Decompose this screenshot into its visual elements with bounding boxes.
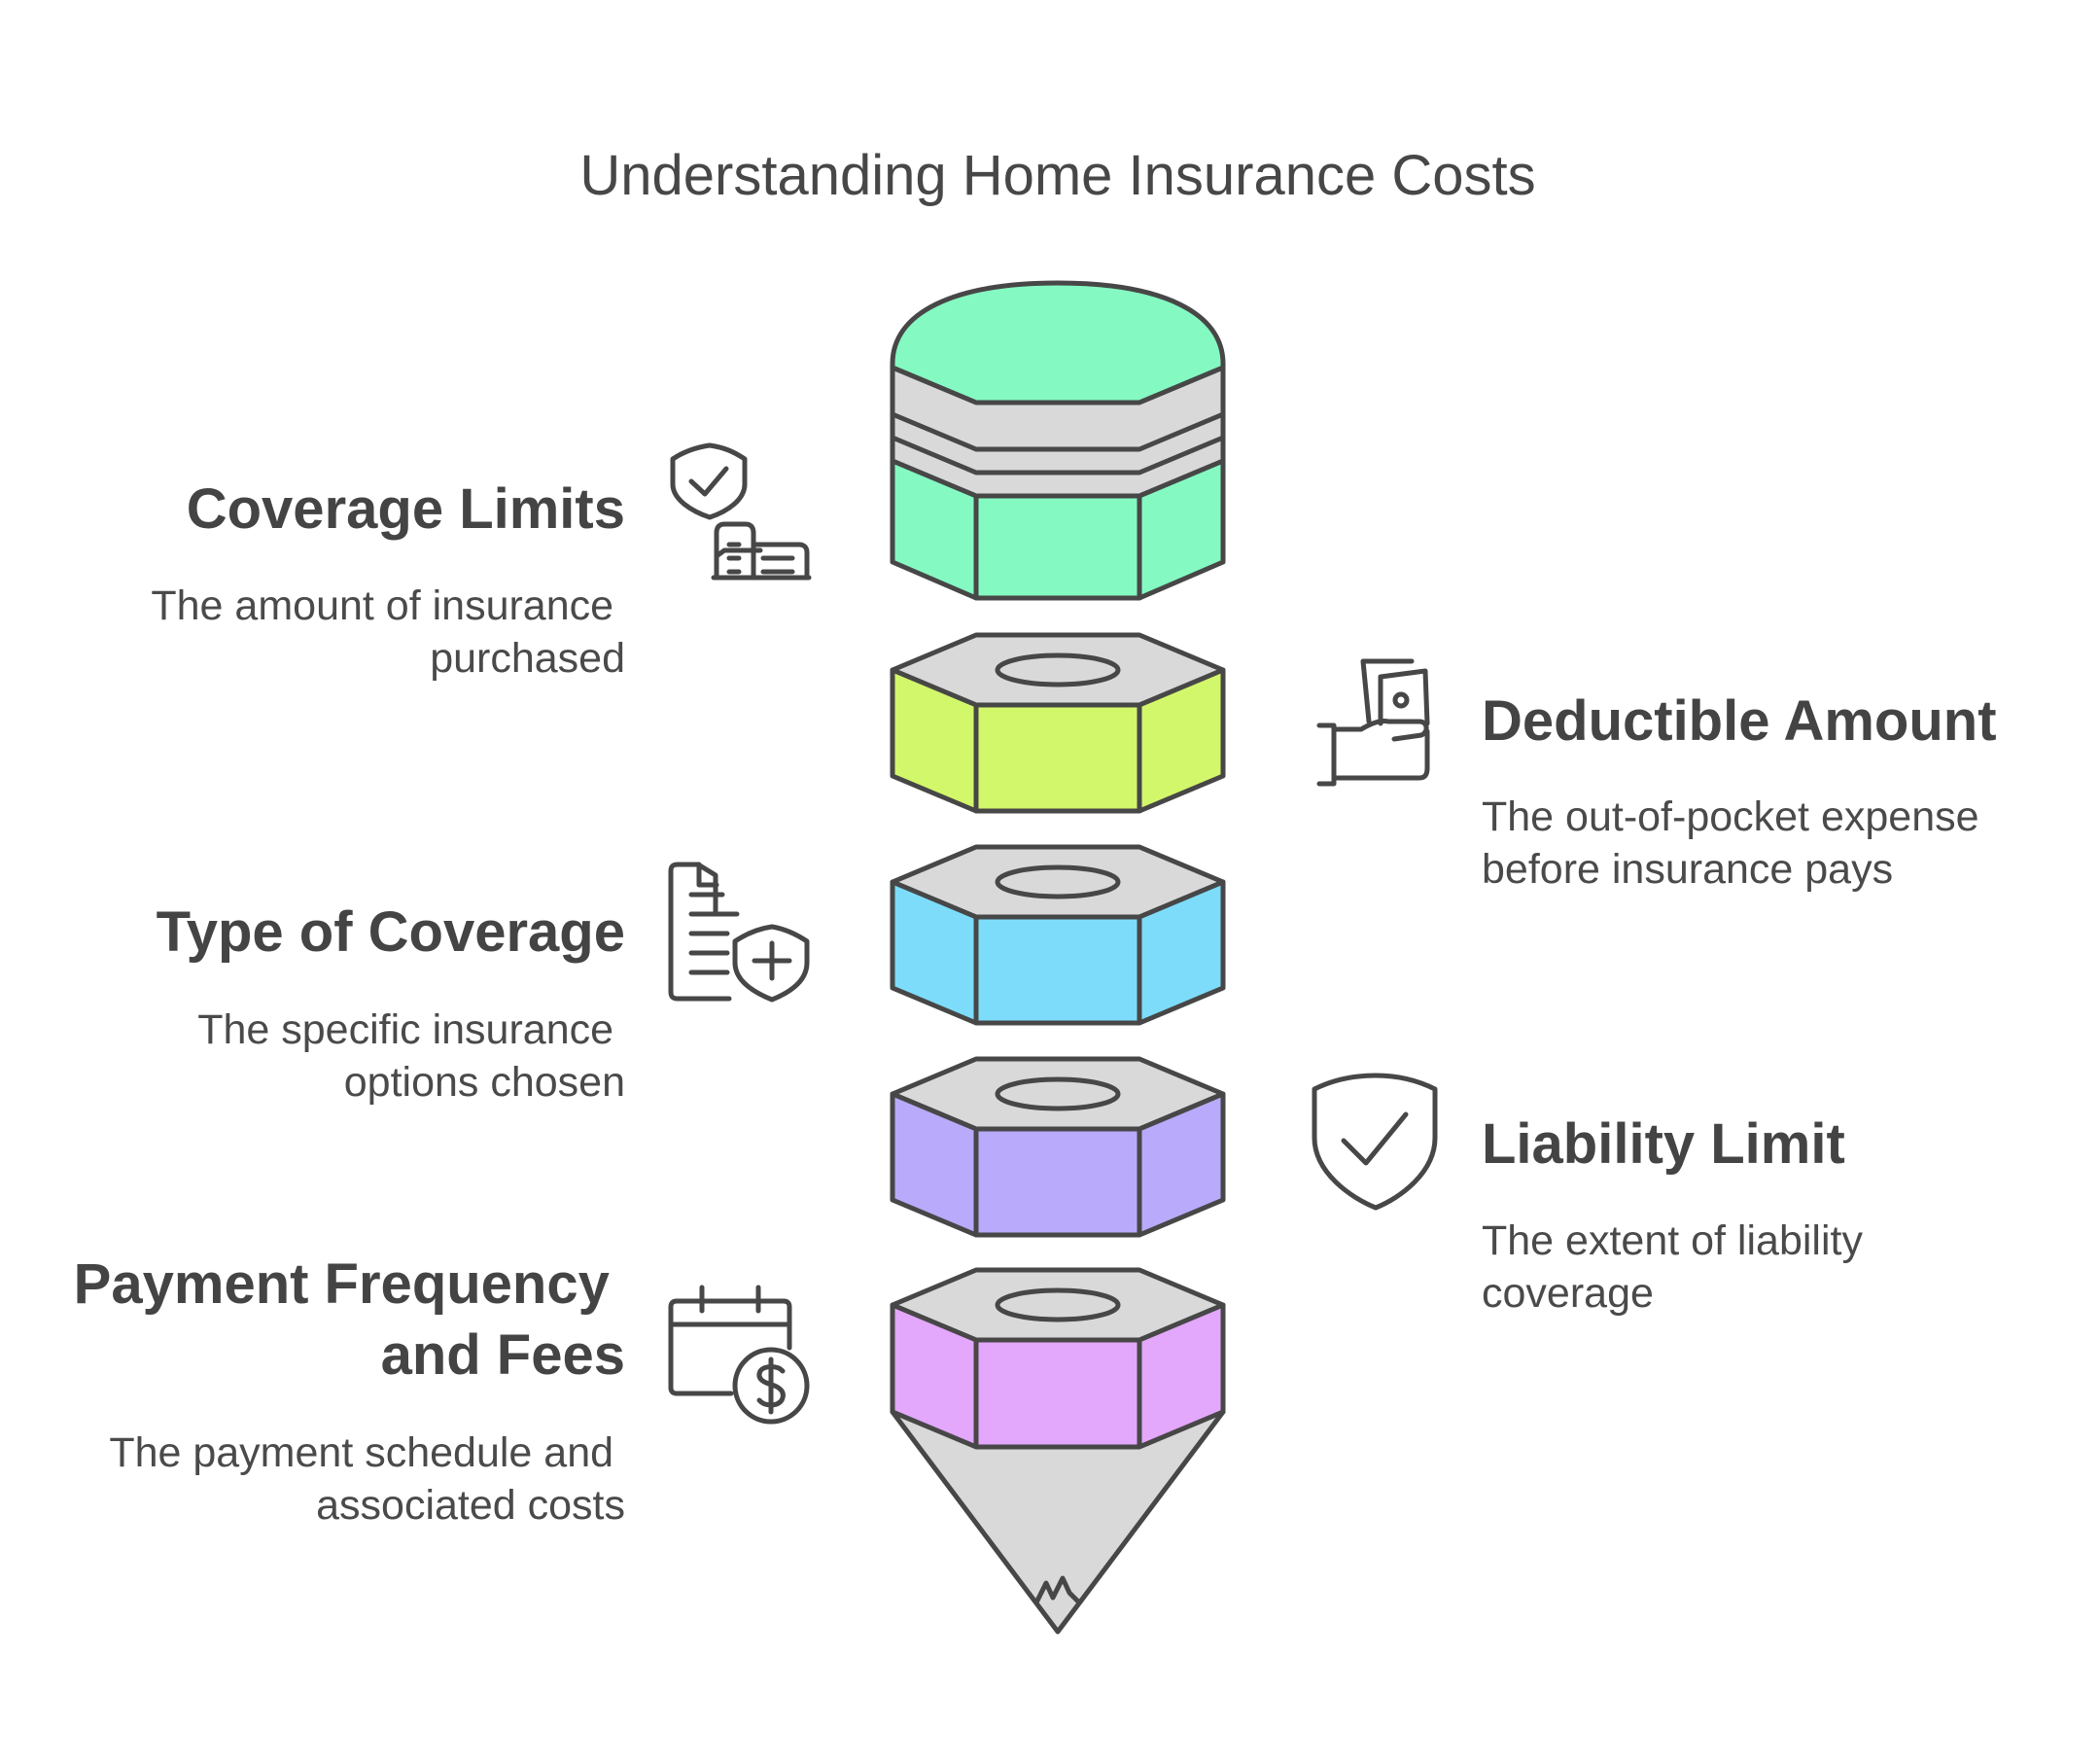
- eraser-cap: [890, 280, 1226, 405]
- pencil-segment-payment: [890, 1267, 1226, 1450]
- item-heading: Liability Limit: [1482, 1112, 1845, 1176]
- item-description: The payment schedule and associated cost…: [109, 1429, 625, 1529]
- item-description: The extent of liability coverage: [1482, 1217, 1874, 1317]
- item-liability-limit: Liability Limit The extent of liability …: [1482, 1112, 1874, 1317]
- item-description: The amount of insurance purchased: [151, 582, 625, 682]
- document-shield-plus-icon: [668, 862, 810, 1003]
- item-deductible-amount: Deductible Amount The out-of-pocket expe…: [1482, 689, 1997, 893]
- pencil: [890, 280, 1226, 1635]
- item-type-of-coverage: Type of Coverage The specific insurance …: [157, 900, 625, 1106]
- item-heading: Deductible Amount: [1482, 689, 1997, 753]
- pencil-eraser-segment: [890, 280, 1226, 601]
- item-description: The out-of-pocket expense before insuran…: [1482, 793, 1990, 893]
- hand-cash-icon: [1316, 658, 1430, 787]
- shield-check-icon: [1312, 1073, 1438, 1211]
- item-description: The specific insurance options chosen: [197, 1006, 625, 1106]
- calendar-dollar-icon: [668, 1285, 810, 1425]
- pencil-segment-deductible: [890, 632, 1226, 814]
- item-heading: Coverage Limits: [187, 477, 625, 541]
- page-title: Understanding Home Insurance Costs: [579, 144, 1535, 207]
- item-heading: Type of Coverage: [157, 900, 625, 964]
- pencil-segment-liability: [890, 1056, 1226, 1238]
- item-heading: Payment Frequency and Fees: [74, 1252, 625, 1387]
- item-coverage-limits: Coverage Limits The amount of insurance …: [151, 477, 625, 682]
- pencil-segment-type-of-coverage: [890, 844, 1226, 1026]
- item-payment-frequency: Payment Frequency and Fees The payment s…: [74, 1252, 625, 1529]
- shield-buildings-icon: [670, 442, 812, 581]
- pencil-tip: [890, 1409, 1226, 1635]
